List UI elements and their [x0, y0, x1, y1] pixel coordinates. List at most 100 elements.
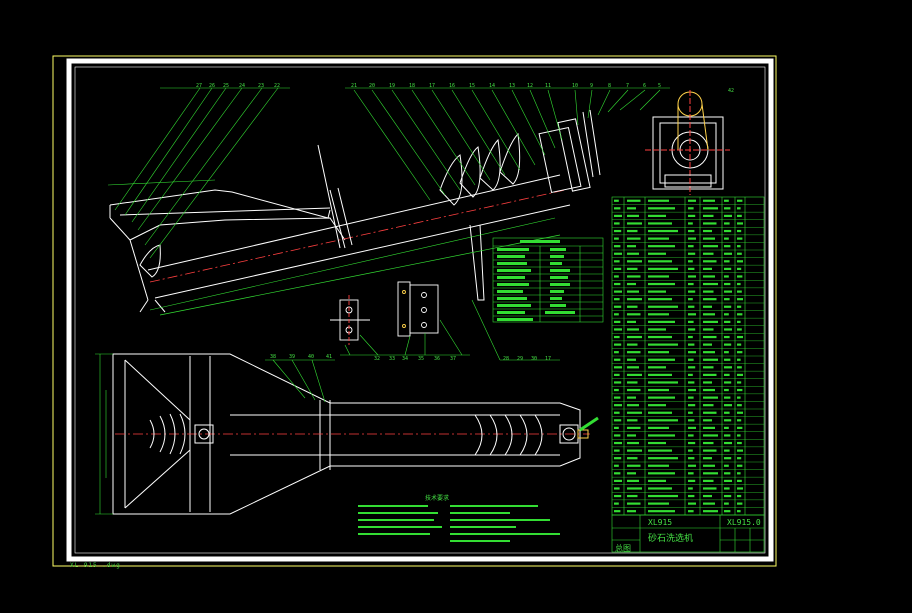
parts-row-text: [614, 487, 620, 490]
parts-row-text: [703, 335, 717, 339]
svg-text:26: 26: [209, 83, 215, 89]
parts-row-text: [703, 298, 717, 301]
parts-row-text: [688, 411, 693, 414]
parts-row-text: [737, 305, 742, 308]
parts-row-text: [627, 411, 642, 414]
parts-row-text: [627, 282, 636, 286]
parts-row-text: [688, 252, 696, 255]
parts-row-text: [688, 502, 696, 505]
parts-row-text: [648, 472, 675, 475]
parts-row-text: [627, 388, 641, 392]
tech-requirements-notes: [358, 505, 560, 542]
parts-row-text: [648, 245, 675, 248]
parts-row-text: [648, 510, 675, 513]
parts-row-text: [648, 358, 675, 361]
parts-row-text: [614, 313, 619, 316]
parts-row-text: [627, 494, 638, 498]
parts-row-text: [688, 487, 693, 490]
parts-row-text: [648, 396, 675, 399]
svg-text:23: 23: [258, 83, 264, 89]
parts-row-text: [627, 305, 638, 308]
parts-row-text: [703, 229, 712, 233]
parts-row-text: [703, 388, 715, 392]
svg-text:30: 30: [531, 356, 537, 362]
parts-row-text: [688, 464, 696, 467]
parts-row-text: [724, 411, 730, 414]
parts-row-text: [688, 419, 695, 422]
parts-row-text: [737, 366, 742, 369]
parts-row-text: [688, 434, 694, 437]
parts-row-text: [688, 479, 696, 482]
parts-row-text: [614, 237, 619, 240]
parts-row-text: [703, 275, 715, 278]
parts-row-text: [688, 373, 693, 376]
parts-row-text: [614, 426, 619, 429]
svg-text:13: 13: [509, 83, 515, 89]
parts-row-text: [627, 222, 642, 225]
parts-row-text: [724, 510, 731, 513]
parts-row-text: [614, 214, 622, 217]
parts-row-text: [688, 366, 696, 369]
parts-row-text: [614, 358, 621, 361]
parts-row-text: [614, 472, 621, 475]
parts-row-text: [627, 487, 642, 490]
parts-row-text: [724, 214, 732, 217]
parts-row-text: [703, 267, 712, 270]
parts-row-text: [648, 479, 666, 482]
parts-row-text: [703, 411, 717, 414]
parts-row-text: [627, 252, 639, 255]
parts-row-text: [614, 199, 619, 202]
parts-row-text: [737, 313, 743, 316]
parts-row-text: [627, 479, 639, 482]
parts-row-text: [627, 260, 642, 263]
parts-row-text: [627, 441, 639, 445]
parts-row-text: [703, 434, 718, 437]
parts-row-text: [724, 207, 731, 210]
parts-row-text: [703, 396, 718, 399]
leader-lines: [107, 87, 670, 361]
svg-text:34: 34: [402, 356, 408, 362]
parts-row-text: [724, 343, 732, 346]
parts-row-text: [627, 457, 638, 460]
svg-text:41: 41: [326, 354, 332, 360]
parts-row-text: [737, 282, 741, 286]
parts-row-text: [703, 366, 714, 369]
svg-text:19: 19: [389, 83, 395, 89]
plan-dimensions: [95, 353, 335, 515]
parts-row-text: [627, 298, 642, 301]
parts-row-text: [737, 441, 742, 445]
parts-row-text: [648, 373, 672, 376]
parts-row-text: [627, 199, 641, 202]
parts-row-text: [614, 320, 621, 323]
parts-row-text: [724, 404, 732, 407]
parts-row-text: [703, 305, 712, 308]
parts-row-text: [627, 472, 636, 475]
parts-row-text: [614, 441, 622, 445]
svg-text:17: 17: [545, 356, 551, 362]
svg-text:14: 14: [489, 83, 495, 89]
svg-text:5: 5: [658, 83, 661, 89]
parts-row-text: [648, 260, 672, 263]
svg-text:10: 10: [572, 83, 578, 89]
parts-row-text: [648, 252, 666, 255]
parts-row-text: [688, 207, 694, 210]
parts-row-text: [737, 457, 742, 460]
parts-row-text: [614, 245, 621, 248]
parts-row-text: [648, 411, 672, 414]
parts-row-text: [627, 328, 639, 331]
parts-row-text: [648, 449, 672, 452]
parts-row-text: [627, 214, 639, 217]
svg-text:15: 15: [469, 83, 475, 89]
parts-row-text: [627, 290, 639, 293]
svg-text:32: 32: [374, 356, 380, 362]
parts-row-text: [688, 510, 694, 513]
parts-row-text: [703, 502, 715, 505]
svg-text:27: 27: [196, 83, 202, 89]
parts-row-text: [703, 214, 714, 217]
parts-row-text: [648, 381, 678, 384]
parts-row-text: [688, 494, 695, 498]
parts-row-text: [688, 267, 695, 270]
parts-row-text: [703, 510, 718, 513]
parts-row-text: [627, 434, 636, 437]
